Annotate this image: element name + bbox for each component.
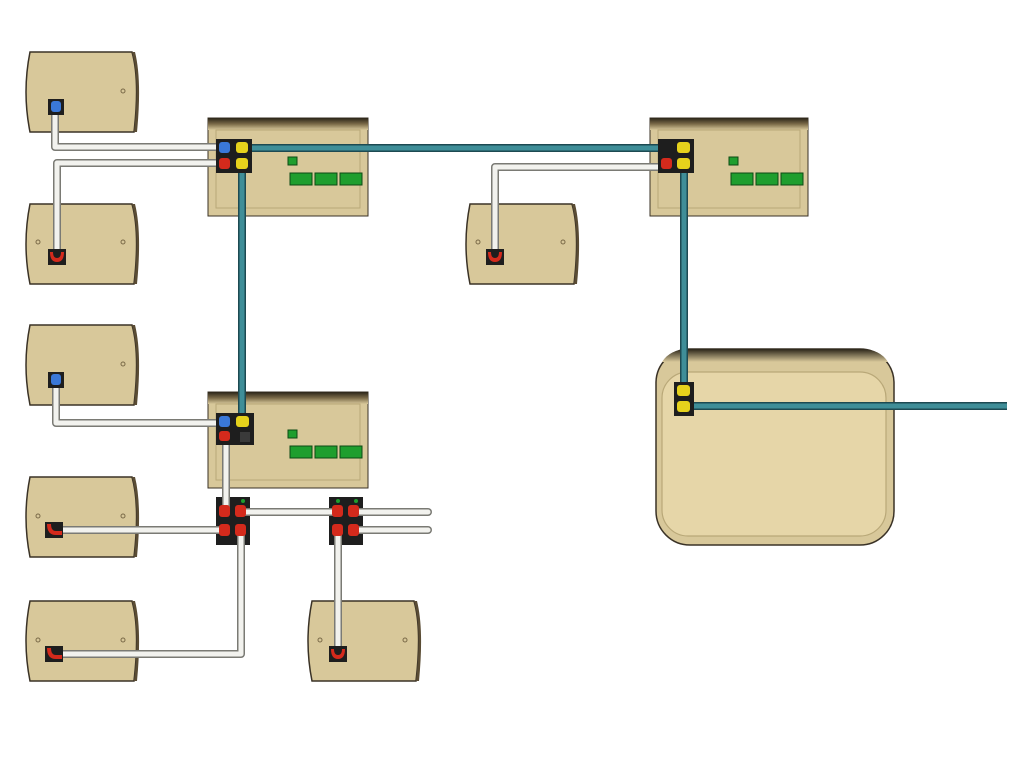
red-connector — [48, 249, 66, 265]
terminal-block — [339, 172, 363, 186]
connector-cluster — [216, 413, 254, 445]
connector-cluster — [658, 139, 694, 173]
terminal-block — [339, 445, 363, 459]
terminal-block — [730, 172, 754, 186]
yellow-connector — [674, 382, 694, 416]
terminal-block — [780, 172, 804, 186]
sensor-module-2 — [25, 203, 140, 285]
red-connector — [45, 646, 63, 662]
sensor-module-4 — [25, 476, 140, 558]
sensor-module-3 — [25, 324, 140, 406]
red-connector — [486, 249, 504, 265]
blue-connector — [48, 99, 64, 115]
connector-cluster — [216, 139, 252, 173]
red-connector — [219, 505, 246, 536]
gateway-enclosure — [655, 348, 895, 546]
sensor-module-1 — [25, 51, 140, 133]
terminal-block — [289, 445, 313, 459]
terminal-block — [755, 172, 779, 186]
red-connector — [329, 646, 347, 662]
sensor-module-7 — [307, 600, 422, 682]
red-connector — [45, 522, 63, 538]
sensor-module-5 — [25, 600, 140, 682]
junction-box-2 — [329, 497, 363, 545]
red-connector — [332, 505, 359, 536]
sensor-module-6 — [465, 203, 580, 285]
terminal-block — [314, 445, 338, 459]
terminal-block — [314, 172, 338, 186]
blue-connector — [48, 372, 64, 388]
terminal-block — [289, 172, 313, 186]
